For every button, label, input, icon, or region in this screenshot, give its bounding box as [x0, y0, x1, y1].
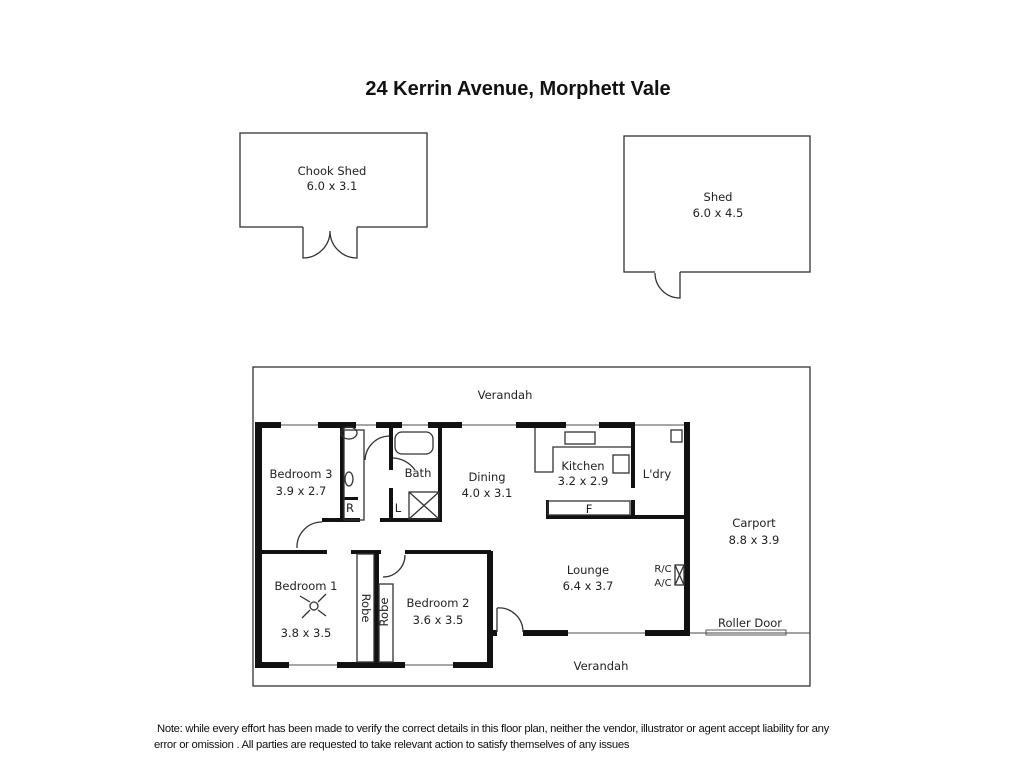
- door-icon: [382, 554, 406, 578]
- ac-unit-icon: [674, 564, 685, 586]
- plan-title: 24 Kerrin Avenue, Morphett Vale: [365, 78, 670, 100]
- room-label: Shed: [704, 190, 733, 204]
- room-size: 6.0 x 4.5: [693, 206, 744, 220]
- linen-label: L: [395, 501, 402, 515]
- bathtub-icon: [394, 431, 434, 455]
- room-label: Robe: [359, 594, 373, 623]
- shed: Shed 6.0 x 4.5: [623, 135, 811, 299]
- room-label: Bedroom 2: [407, 596, 470, 610]
- room-size: 6.0 x 3.1: [307, 179, 358, 193]
- room-label: Dining: [468, 470, 505, 484]
- door-icon: [392, 457, 416, 471]
- room-label: L'dry: [643, 467, 672, 481]
- double-door-icon: [302, 227, 358, 259]
- ceiling-fan-icon: [299, 593, 327, 619]
- room-size: 3.9 x 2.7: [276, 484, 327, 498]
- door-icon: [296, 521, 323, 549]
- room-size: 8.8 x 3.9: [729, 533, 780, 547]
- door-icon: [496, 607, 524, 633]
- door-icon: [654, 272, 681, 299]
- cooktop-icon: [612, 454, 630, 474]
- room-label: Bedroom 3: [270, 467, 333, 481]
- room-label: Robe: [377, 598, 391, 627]
- room-size: 4.0 x 3.1: [462, 486, 513, 500]
- ac-label: A/C: [654, 578, 671, 589]
- room-label: Verandah: [478, 388, 533, 402]
- room-size: 3.2 x 2.9: [558, 474, 609, 488]
- robe-label: R: [346, 501, 354, 515]
- room-label: Bedroom 1: [275, 579, 338, 593]
- verandah-outline: [252, 366, 811, 687]
- rc-label: R/C: [654, 564, 671, 575]
- door-icon: [364, 435, 390, 461]
- trough-icon: [670, 429, 683, 443]
- room-size: 3.8 x 3.5: [281, 626, 332, 640]
- fridge-label: F: [586, 502, 593, 516]
- toilet-icon: [340, 426, 358, 440]
- roller-door-icon: [705, 629, 787, 636]
- room-size: 6.4 x 3.7: [563, 579, 614, 593]
- roller-door-label: Roller Door: [718, 616, 782, 630]
- room-label: Lounge: [567, 563, 609, 577]
- house-walls: [255, 422, 810, 668]
- basin-icon: [344, 471, 354, 487]
- sink-icon: [564, 431, 596, 445]
- chook-shed: Chook Shed 6.0 x 3.1: [239, 132, 428, 259]
- disclaimer-line-2: error or omission . All parties are requ…: [154, 739, 630, 751]
- room-label: Verandah: [574, 659, 629, 673]
- disclaimer-line-1: Note: while every effort has been made t…: [157, 723, 829, 735]
- shower-icon: [408, 491, 440, 520]
- room-label: Bath: [405, 466, 432, 480]
- room-label: Kitchen: [561, 459, 604, 473]
- room-size: 3.6 x 3.5: [413, 613, 464, 627]
- room-label: Carport: [732, 516, 776, 530]
- room-label: Chook Shed: [298, 164, 367, 178]
